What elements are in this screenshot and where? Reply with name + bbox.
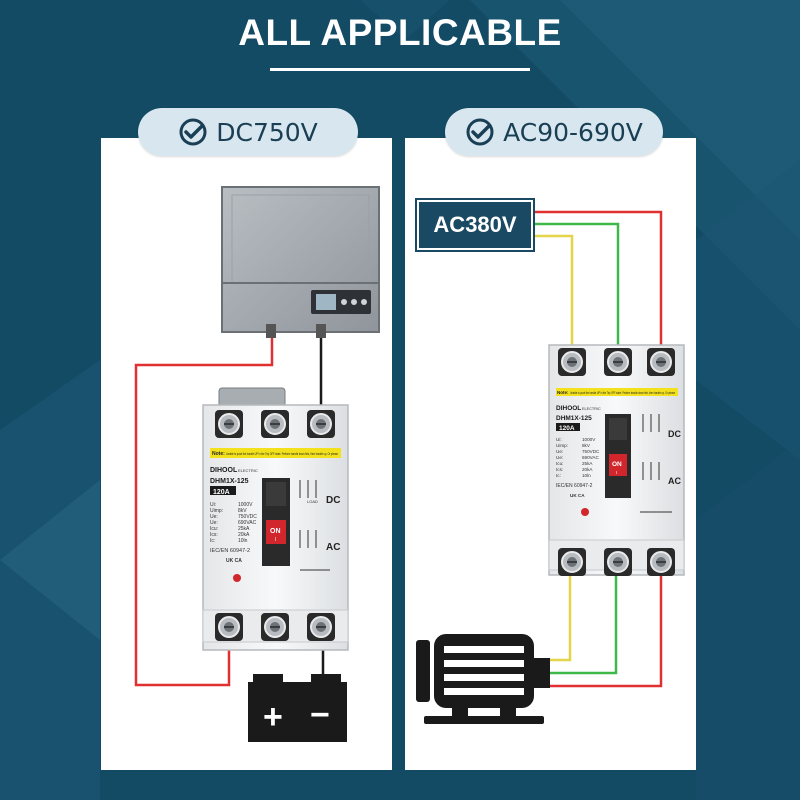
spec-key: Ui:: [210, 502, 216, 508]
breaker-icon: Note: Unable to push the handle UP in th…: [548, 344, 685, 577]
spec-key: Ui:: [556, 437, 562, 442]
breaker-brand: DIHOOL: [210, 467, 238, 474]
battery-plus: +: [263, 698, 283, 736]
spec-value: 20kA: [238, 532, 250, 538]
spec-value: 690VAC: [582, 455, 599, 460]
page-title: ALL APPLICABLE: [238, 12, 562, 53]
ac-label: AC90-690V: [503, 117, 643, 147]
ac-wire-green-bottom: [548, 575, 618, 675]
spec-key: Ue:: [556, 449, 563, 454]
battery-icon: + −: [248, 674, 347, 742]
breaker-on-label: ON: [612, 461, 622, 468]
spec-key: Ics:: [556, 467, 563, 472]
spec-value: 20kA: [582, 467, 593, 472]
check-circle-icon: [179, 118, 207, 146]
breaker-model: DHM1X-125: [556, 415, 592, 422]
breaker-note: Unable to push the handle UP in the Trip…: [226, 452, 338, 456]
spec-key: Ue:: [210, 514, 218, 520]
breaker-note: Unable to push the handle UP in the Trip…: [570, 391, 675, 395]
breaker-standard: IEC/EN 60947-2: [556, 483, 593, 489]
spec-value: 1000V: [238, 502, 253, 508]
breaker-brand-sub: ELECTRIC: [238, 468, 258, 473]
dc-label: DC750V: [216, 117, 318, 147]
inverter-icon: [221, 186, 380, 338]
spec-value: 8kV: [238, 508, 247, 514]
spec-key: Icu:: [556, 461, 563, 466]
spec-value: 750VDC: [238, 514, 257, 520]
ac380v-source-label: AC380V: [415, 198, 535, 252]
spec-value: 8kV: [582, 443, 591, 448]
ac-wire-yellow-bottom: [548, 575, 572, 662]
spec-key: Uimp:: [556, 443, 568, 448]
breaker-brand-sub: ELECTRIC: [582, 407, 601, 411]
breaker-uk-mark: UK CA: [570, 493, 585, 498]
check-circle-icon: [466, 118, 494, 146]
ac-wire-red-bottom: [548, 575, 663, 688]
spec-value: 25kA: [582, 461, 593, 466]
breaker-standard: IEC/EN 60947-2: [210, 548, 250, 554]
dc-label-pill: DC750V: [138, 108, 358, 156]
breaker-icon: Note: Unable to push the handle UP in th…: [202, 387, 349, 651]
ac-wire-green-top: [531, 222, 620, 350]
breaker-on-label: ON: [270, 528, 281, 535]
spec-key: Uimp:: [210, 508, 223, 514]
breaker-model: DHM1X-125: [210, 478, 249, 485]
spec-key: Ic:: [556, 473, 561, 478]
dc-wire-red: [134, 338, 274, 687]
spec-value: 25kA: [238, 526, 250, 532]
breaker-rating: 120A: [213, 489, 230, 496]
breaker-rating: 120A: [559, 425, 575, 432]
spec-key: Ic:: [210, 538, 215, 544]
battery-minus: −: [310, 696, 330, 734]
breaker-note-prefix: Note:: [212, 451, 225, 457]
ac-wire-red-top: [531, 210, 663, 350]
spec-value: 1000V: [582, 437, 596, 442]
title-underline: [270, 68, 530, 71]
breaker-brand: DIHOOL: [556, 405, 581, 412]
spec-key: Icu:: [210, 526, 218, 532]
spec-value: 10ln: [238, 538, 248, 544]
breaker-dc-label: DC: [326, 495, 340, 506]
breaker-on-mark: I: [616, 470, 617, 475]
ac-label-pill: AC90-690V: [445, 108, 663, 156]
spec-value: 690VAC: [238, 520, 257, 526]
breaker-load-label: LOAD: [307, 499, 318, 504]
breaker-ac-label: AC: [326, 542, 340, 553]
motor-icon: [416, 634, 550, 724]
breaker-note-prefix: Note:: [557, 390, 569, 395]
breaker-uk-mark: UK CA: [226, 558, 242, 564]
spec-key: Ue:: [556, 455, 563, 460]
spec-key: Ics:: [210, 532, 218, 538]
spec-key: Ue:: [210, 520, 218, 526]
spec-value: 750VDC: [582, 449, 600, 454]
breaker-ac-label: AC: [668, 476, 681, 486]
ac-wire-yellow-top: [531, 234, 574, 350]
breaker-on-mark: I: [275, 537, 276, 543]
spec-value: 10ln: [582, 473, 591, 478]
breaker-dc-label: DC: [668, 429, 681, 439]
